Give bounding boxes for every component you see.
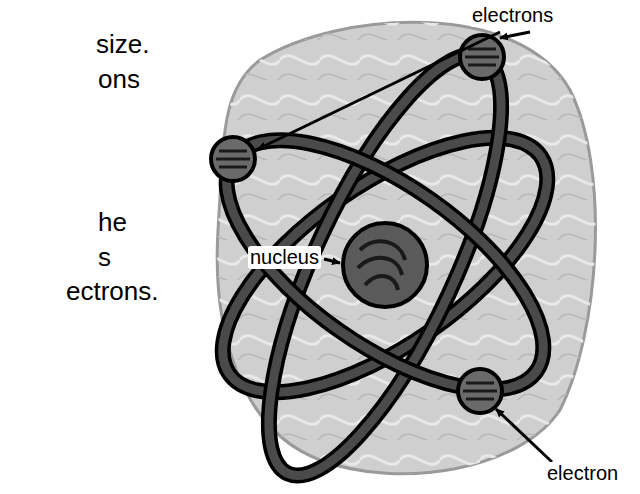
orbits [183, 27, 586, 494]
callout-label: electron [545, 462, 620, 485]
callout-label: nucleus [248, 246, 321, 269]
slide-text-fragment: ons [98, 65, 140, 95]
slide-text-fragment: ectrons. [66, 277, 159, 307]
slide-text-fragment: s [98, 243, 111, 273]
electron-balls [211, 35, 504, 413]
slide-text-fragment: size. [96, 30, 149, 60]
callout-label: electrons [470, 4, 555, 27]
nucleus-ball [343, 223, 427, 307]
slide-text-fragment: he [98, 208, 127, 238]
